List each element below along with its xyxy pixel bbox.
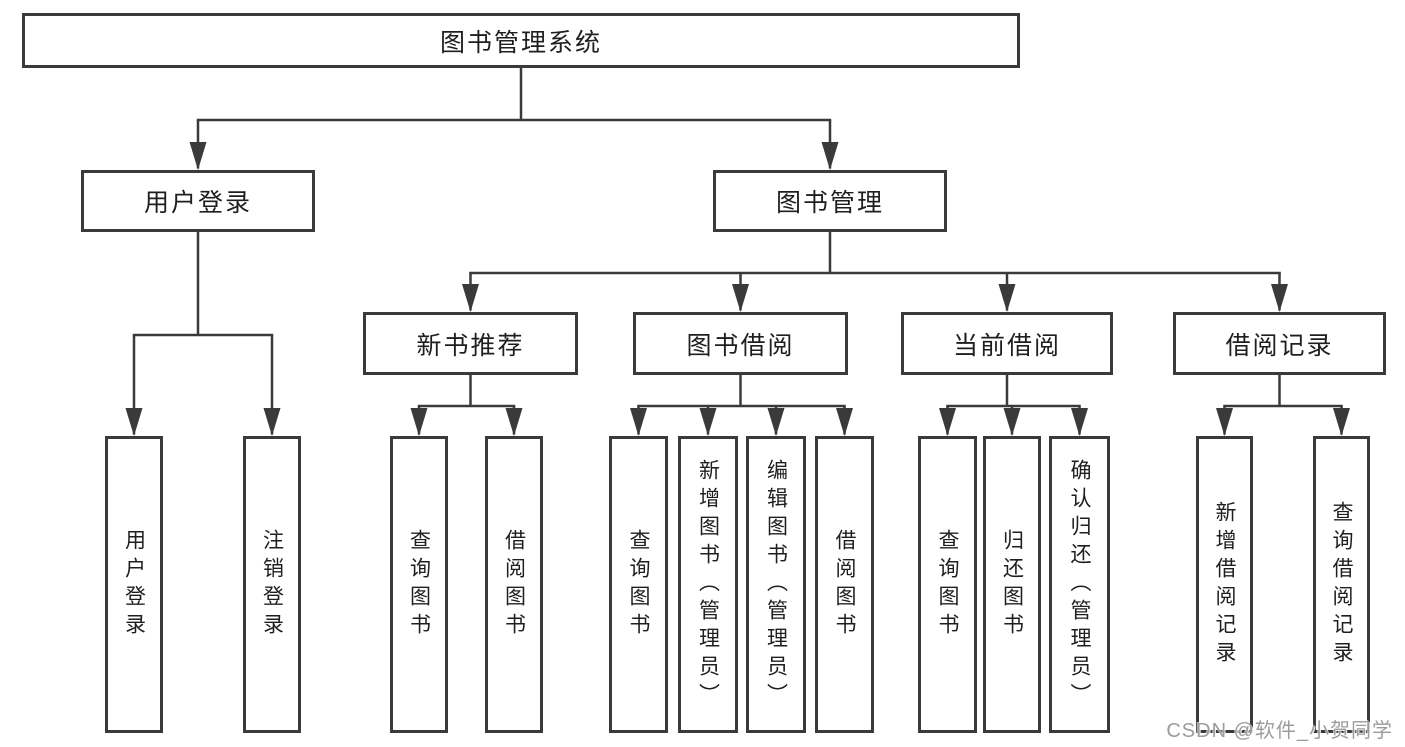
node-new-book-recommend: 新书推荐: [363, 312, 578, 375]
leaf-user-login: 用户登录: [105, 436, 163, 733]
leaf-query-borrow-record: 查询借阅记录: [1313, 436, 1370, 733]
leaf-query-books-borrow: 查询图书: [609, 436, 668, 733]
leaf-add-borrow-record: 新增借阅记录: [1196, 436, 1253, 733]
connector-user-login-children: [125, 231, 281, 436]
leaf-logout: 注销登录: [243, 436, 301, 733]
node-book-borrow: 图书借阅: [633, 312, 848, 375]
connector-borrow-records-children: [1216, 374, 1350, 436]
node-book-management: 图书管理: [713, 170, 947, 232]
leaf-query-books-current: 查询图书: [918, 436, 977, 733]
watermark: CSDN @软件_小贺同学: [1166, 720, 1393, 742]
connector-book-mgmt-to-level3: [462, 231, 1288, 312]
connector-new-book-children: [410, 374, 523, 436]
leaf-edit-book-admin: 编辑图书（管理员）: [746, 436, 806, 733]
leaf-return-book: 归还图书: [983, 436, 1041, 733]
leaf-confirm-return-admin: 确认归还（管理员）: [1049, 436, 1110, 733]
node-current-borrow: 当前借阅: [901, 312, 1113, 375]
connector-book-borrow-children: [630, 374, 853, 436]
leaf-borrow-books-recommend: 借阅图书: [485, 436, 543, 733]
node-root: 图书管理系统: [22, 13, 1020, 68]
leaf-borrow-books-borrow: 借阅图书: [815, 436, 874, 733]
leaf-add-book-admin: 新增图书（管理员）: [678, 436, 738, 733]
connector-current-borrow-children: [939, 374, 1088, 436]
node-borrow-records: 借阅记录: [1173, 312, 1386, 375]
node-user-login: 用户登录: [81, 170, 315, 232]
leaf-query-books-recommend: 查询图书: [390, 436, 448, 733]
connector-root-to-level2: [189, 66, 839, 170]
